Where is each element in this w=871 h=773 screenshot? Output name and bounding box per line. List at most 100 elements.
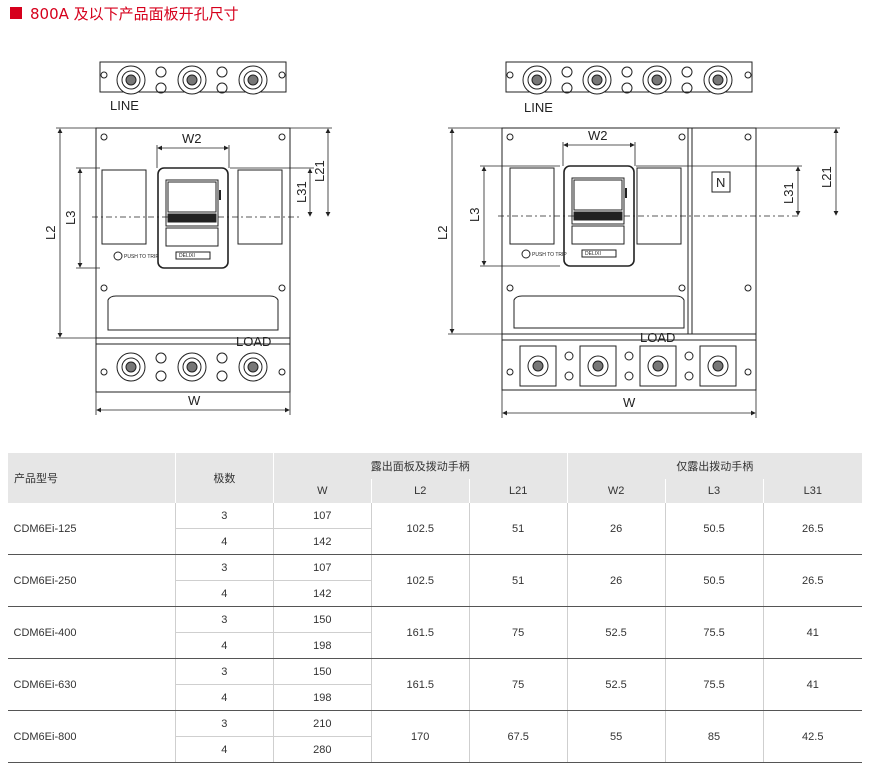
w2-cell: 55: [566, 710, 666, 763]
table-row: CDM6Ei-250 3 107 102.5 51 26 50.5 26.5: [7, 554, 862, 607]
l31-label-right: L31: [781, 182, 796, 204]
l21-cell: 51: [468, 554, 568, 607]
push-to-trip-right: PUSH TO TRIP: [532, 252, 567, 258]
table-row: CDM6Ei-630 3 150 161.5 75 52.5 75.5 41: [7, 658, 862, 711]
w-label-left: W: [188, 393, 201, 408]
l21-label-right: L21: [819, 166, 834, 188]
w-cell: 280: [272, 736, 372, 763]
load-label-left: LOAD: [236, 334, 271, 349]
table-row: 4 198: [8, 684, 863, 711]
table-row: 4 142: [8, 528, 863, 555]
section-title-text: 800A 及以下产品面板开孔尺寸: [30, 4, 239, 23]
header-l2: L2: [370, 479, 470, 503]
l2-label-right: L2: [435, 226, 450, 240]
w-cell: 107: [272, 503, 372, 529]
poles-cell: 3: [174, 710, 274, 737]
l3-cell: 85: [664, 710, 764, 763]
w-cell: 150: [272, 658, 372, 685]
model-cell: CDM6Ei-250: [7, 554, 176, 607]
brand-left: DELIXI: [179, 253, 195, 259]
l21-cell: 51: [468, 503, 568, 555]
l31-cell: 41: [762, 658, 862, 711]
line-label-left: LINE: [110, 98, 139, 113]
l31-label-left: L31: [294, 181, 309, 203]
poles-cell: 3: [174, 606, 274, 633]
cutout-dimensions-table: 产品型号 极数 露出面板及拨动手柄 仅露出拨动手柄 W L2 L21 W2 L3…: [7, 453, 862, 763]
header-l3: L3: [664, 479, 764, 503]
w-cell: 198: [272, 684, 372, 711]
l2-cell: 161.5: [370, 658, 470, 711]
l21-label-left: L21: [312, 160, 327, 182]
w-cell: 142: [272, 528, 372, 555]
w-cell: 150: [272, 606, 372, 633]
l21-cell: 67.5: [468, 710, 568, 763]
header-poles: 极数: [174, 453, 274, 503]
table-row: CDM6Ei-800 3 210 170 67.5 55 85 42.5: [7, 710, 862, 763]
w2-cell: 52.5: [566, 606, 666, 659]
table-row: 4 142: [8, 580, 863, 607]
model-cell: CDM6Ei-125: [7, 503, 176, 555]
load-label-right: LOAD: [640, 330, 675, 345]
top-terminals: [100, 65, 286, 95]
poles-cell: 4: [174, 684, 274, 711]
l21-cell: 75: [468, 606, 568, 659]
breaker-4-pole: [501, 61, 757, 391]
cutout-diagrams: LINE LOAD W W2 L2 L3 L21 L31 PUSH TO TRI…: [43, 61, 840, 418]
poles-cell: 3: [174, 554, 274, 581]
brand-right: DELIXI: [585, 251, 601, 257]
poles-cell: 3: [174, 503, 274, 529]
l2-cell: 102.5: [370, 554, 470, 607]
model-cell: CDM6Ei-630: [7, 658, 176, 711]
l2-cell: 170: [370, 710, 470, 763]
table-row: 4 280: [8, 736, 863, 763]
header-group-handle-only: 仅露出拨动手柄: [566, 453, 862, 479]
w-cell: 107: [272, 554, 372, 581]
w-cell: 198: [272, 632, 372, 659]
l3-cell: 50.5: [664, 503, 764, 555]
l3-cell: 75.5: [664, 658, 764, 711]
l31-cell: 26.5: [762, 554, 862, 607]
l3-cell: 75.5: [664, 606, 764, 659]
l31-cell: 42.5: [762, 710, 862, 763]
poles-cell: 3: [174, 658, 274, 685]
breaker-3-pole: [95, 61, 291, 393]
table-row: CDM6Ei-125 3 107 102.5 51 26 50.5 26.5: [7, 503, 862, 555]
w-label-right: W: [623, 395, 636, 410]
poles-cell: 4: [174, 580, 274, 607]
section-title: 800A 及以下产品面板开孔尺寸: [10, 2, 239, 24]
line-label-right: LINE: [524, 100, 553, 115]
w2-cell: 26: [566, 503, 666, 555]
model-cell: CDM6Ei-800: [7, 710, 176, 763]
w2-cell: 52.5: [566, 658, 666, 711]
l2-label-left: L2: [43, 226, 58, 240]
header-model: 产品型号: [7, 453, 176, 503]
header-l31: L31: [762, 479, 862, 503]
red-square-icon: [10, 7, 22, 19]
model-cell: CDM6Ei-400: [7, 606, 176, 659]
n-label-right: N: [716, 175, 725, 190]
l3-cell: 50.5: [664, 554, 764, 607]
table-row: 4 198: [8, 632, 863, 659]
w2-label-left: W2: [182, 131, 202, 146]
l31-cell: 41: [762, 606, 862, 659]
push-to-trip-left: PUSH TO TRIP: [124, 254, 159, 260]
poles-cell: 4: [174, 632, 274, 659]
w2-label-right: W2: [588, 128, 608, 143]
w-cell: 142: [272, 580, 372, 607]
header-w: W: [272, 479, 372, 503]
l2-cell: 161.5: [370, 606, 470, 659]
l3-label-left: L3: [63, 211, 78, 225]
header-l21: L21: [468, 479, 568, 503]
w-cell: 210: [272, 710, 372, 737]
w2-cell: 26: [566, 554, 666, 607]
header-w2: W2: [566, 479, 666, 503]
table-row: CDM6Ei-400 3 150 161.5 75 52.5 75.5 41: [7, 606, 862, 659]
l3-label-right: L3: [467, 208, 482, 222]
poles-cell: 4: [174, 736, 274, 763]
poles-cell: 4: [174, 528, 274, 555]
cutout-dimensions-table-wrap: 产品型号 极数 露出面板及拨动手柄 仅露出拨动手柄 W L2 L21 W2 L3…: [7, 453, 862, 763]
l21-cell: 75: [468, 658, 568, 711]
l31-cell: 26.5: [762, 503, 862, 555]
header-group-panel-handle: 露出面板及拨动手柄: [272, 453, 568, 479]
l2-cell: 102.5: [370, 503, 470, 555]
